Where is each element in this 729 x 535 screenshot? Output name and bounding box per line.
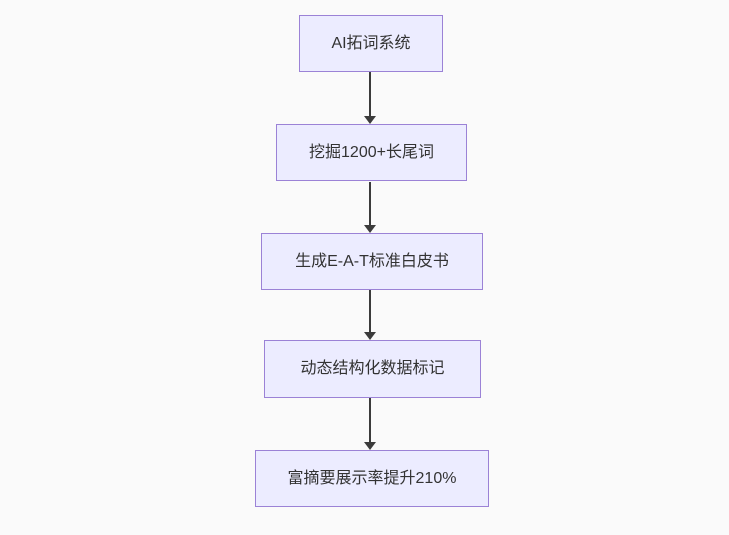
flow-node-label: AI拓词系统 [331, 34, 411, 52]
flow-node-rich-snippet-result: 富摘要展示率提升210% [255, 450, 489, 507]
flow-node-structured-data-markup: 动态结构化数据标记 [264, 340, 481, 398]
flow-node-label: 动态结构化数据标记 [300, 360, 445, 378]
flow-node-ai-keyword-system: AI拓词系统 [299, 15, 443, 72]
flow-arrow-down-2 [369, 182, 371, 225]
flow-node-label: 挖掘1200+长尾词 [309, 143, 434, 161]
flow-arrow-down-1 [369, 72, 371, 116]
flow-node-longtail-mining: 挖掘1200+长尾词 [276, 124, 467, 181]
flow-node-label: 生成E-A-T标准白皮书 [295, 252, 449, 270]
flow-node-label: 富摘要展示率提升210% [287, 469, 457, 487]
flow-node-eat-whitepaper: 生成E-A-T标准白皮书 [261, 233, 483, 290]
flow-arrow-down-3 [369, 290, 371, 332]
flow-arrow-down-4 [369, 398, 371, 442]
